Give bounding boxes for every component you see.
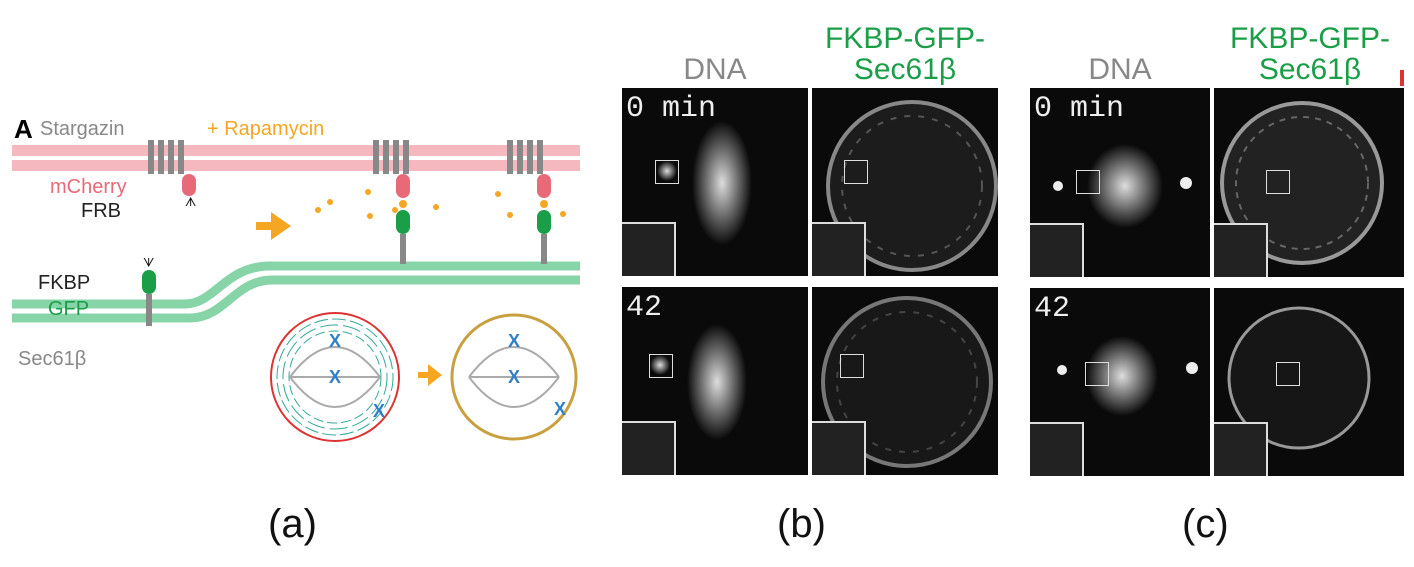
dna-header: DNA (683, 53, 747, 86)
rapamycin-label: + Rapamycin (207, 118, 325, 140)
gfp-header-line1: FKBP-GFP- (824, 22, 985, 55)
caption-c: (c) (1182, 502, 1229, 546)
gfp-label: GFP (48, 298, 90, 320)
zoom-inset (812, 222, 866, 276)
zoom-region-box (649, 354, 673, 378)
zoom-inset (812, 421, 866, 475)
mcherry-label: mCherry (50, 176, 127, 198)
stargazin-proteins: ᗑ ᗐ (142, 140, 551, 326)
micrograph-dna-0min: 0 min (1030, 88, 1210, 277)
zoom-region-box (1076, 170, 1100, 194)
timestamp: 42 (1034, 292, 1071, 326)
gfp-header-line2: Sec61β (853, 53, 957, 86)
arrow-icon (256, 212, 291, 240)
mitotic-cell-before: XXX (270, 312, 400, 442)
zoom-region-box (1266, 170, 1290, 194)
sec61-label: Sec61β (18, 348, 87, 370)
panel-letter: A (14, 114, 33, 144)
micrograph-gfp-42min (812, 287, 998, 475)
zoom-inset (1214, 223, 1268, 277)
gfp-header-line1: FKBP-GFP- (1229, 22, 1390, 55)
svg-text:X: X (329, 331, 341, 351)
svg-text:X: X (373, 401, 385, 421)
micrograph-dna-42min: 42 (1030, 288, 1210, 476)
schematic-diagram: ᗑ ᗐ XXX XXX (12, 140, 580, 442)
micrograph-gfp-42min (1214, 288, 1404, 476)
micrograph-gfp-0min (1214, 88, 1404, 277)
svg-text:X: X (554, 399, 566, 419)
zoom-region-box (840, 354, 864, 378)
micrograph-dna-0min: 0 min (622, 88, 808, 276)
zoom-inset (1030, 422, 1084, 476)
zoom-inset (1214, 422, 1268, 476)
zoom-inset (622, 421, 676, 475)
micrograph-dna-42min: 42 (622, 287, 808, 475)
frb-label: FRB (81, 200, 121, 222)
gfp-header-line2: Sec61β (1258, 53, 1362, 86)
gfp-header: FKBP-GFP-Sec61β (1210, 23, 1410, 85)
zoom-region-box (1085, 362, 1109, 386)
micrograph-gfp-0min (812, 88, 998, 276)
svg-text:X: X (508, 367, 520, 387)
zoom-inset (622, 222, 676, 276)
stargazin-label: Stargazin (40, 118, 125, 140)
caption-a: (a) (268, 502, 317, 546)
gfp-header: FKBP-GFP-Sec61β (805, 23, 1005, 85)
zoom-inset (1030, 223, 1084, 277)
scale-mark (1400, 70, 1404, 86)
rapamycin-molecules (256, 189, 566, 386)
timestamp: 42 (626, 291, 663, 325)
svg-text:X: X (329, 367, 341, 387)
svg-text:ᗐ: ᗐ (143, 256, 154, 270)
er-membrane (12, 261, 580, 323)
caption-b: (b) (777, 502, 826, 546)
fkbp-label: FKBP (38, 272, 91, 294)
dna-header: DNA (1088, 53, 1152, 86)
timestamp: 0 min (1034, 92, 1125, 126)
mitotic-cell-after: XXX (450, 313, 578, 441)
svg-text:X: X (508, 331, 520, 351)
timestamp: 0 min (626, 92, 717, 126)
plasma-membrane (12, 145, 580, 171)
svg-text:ᗑ: ᗑ (185, 195, 196, 209)
zoom-region-box (844, 160, 868, 184)
zoom-region-box (1276, 362, 1300, 386)
arrow-icon (418, 364, 442, 386)
zoom-region-box (655, 160, 679, 184)
